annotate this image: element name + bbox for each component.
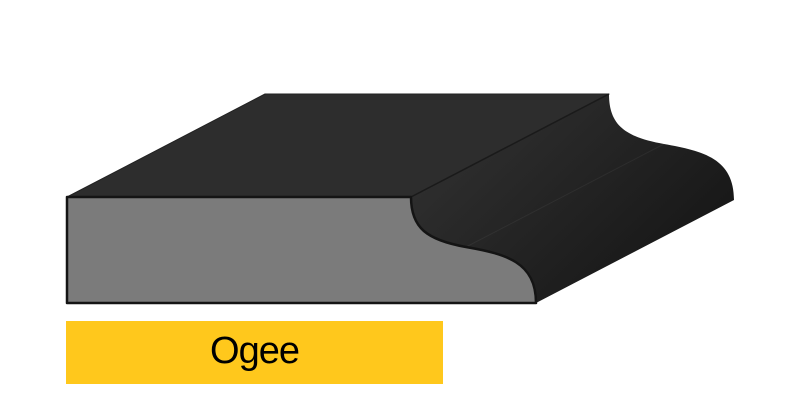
slab-sweep-seam-highlight — [465, 143, 665, 248]
slab-front-face — [65, 195, 538, 305]
caption-banner: Ogee — [66, 321, 443, 384]
slab-ogee-sweep-surface — [411, 94, 734, 303]
slab-top-edge-crease — [410, 93, 610, 198]
caption-label: Ogee — [210, 329, 300, 372]
